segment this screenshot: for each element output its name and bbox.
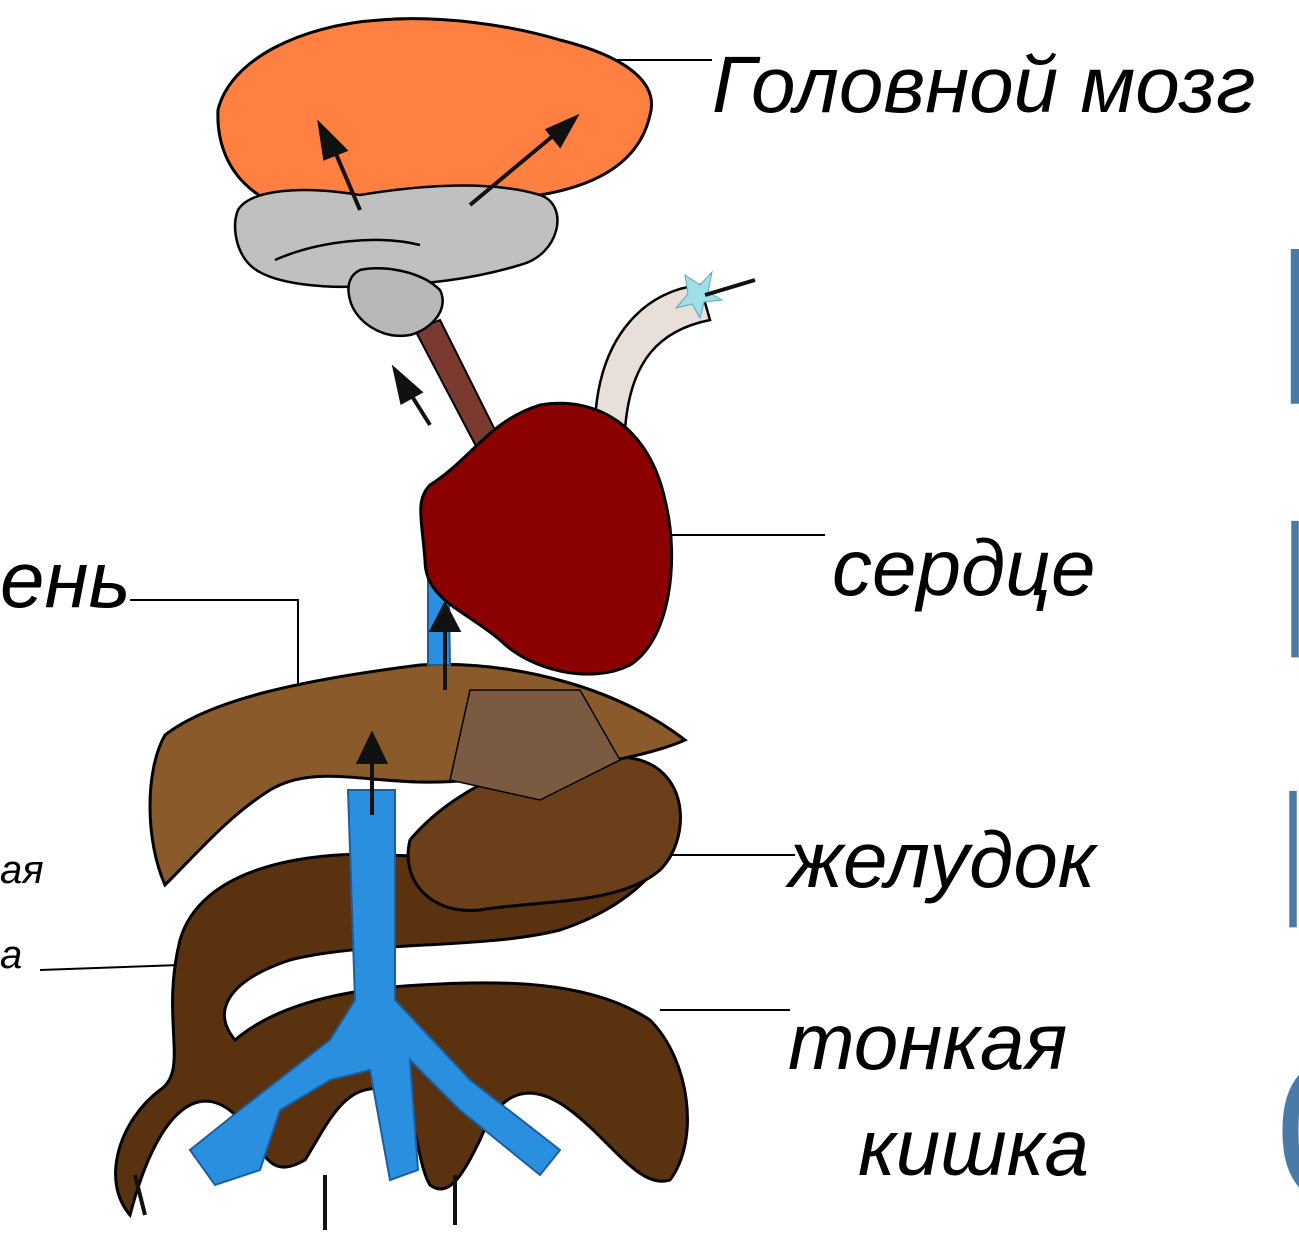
label-intestine-line1: тонкая — [788, 1002, 1067, 1082]
edge-glyph-1: | — [1278, 225, 1299, 395]
vein-pointer-line — [40, 965, 180, 970]
label-liver: ень — [0, 540, 131, 620]
aorta-shape — [595, 285, 710, 430]
edge-glyph-2: | — [1280, 500, 1299, 650]
arrow-carotid-head — [395, 370, 420, 402]
label-heart: сердце — [832, 528, 1095, 608]
edge-glyph-3: | — [1278, 770, 1299, 920]
label-brain: Головной мозг — [712, 45, 1255, 125]
liver-pointer-line — [130, 600, 298, 690]
label-vein-line2: а — [0, 935, 22, 975]
label-vein-line1: ая — [0, 850, 44, 890]
heart-shape — [421, 403, 672, 674]
label-stomach: желудок — [788, 820, 1096, 900]
arrow-aorta — [705, 280, 755, 295]
edge-glyph-4: ( — [1275, 1030, 1299, 1200]
label-intestine-line2: кишка — [858, 1108, 1089, 1188]
carotid-shape — [415, 320, 500, 450]
